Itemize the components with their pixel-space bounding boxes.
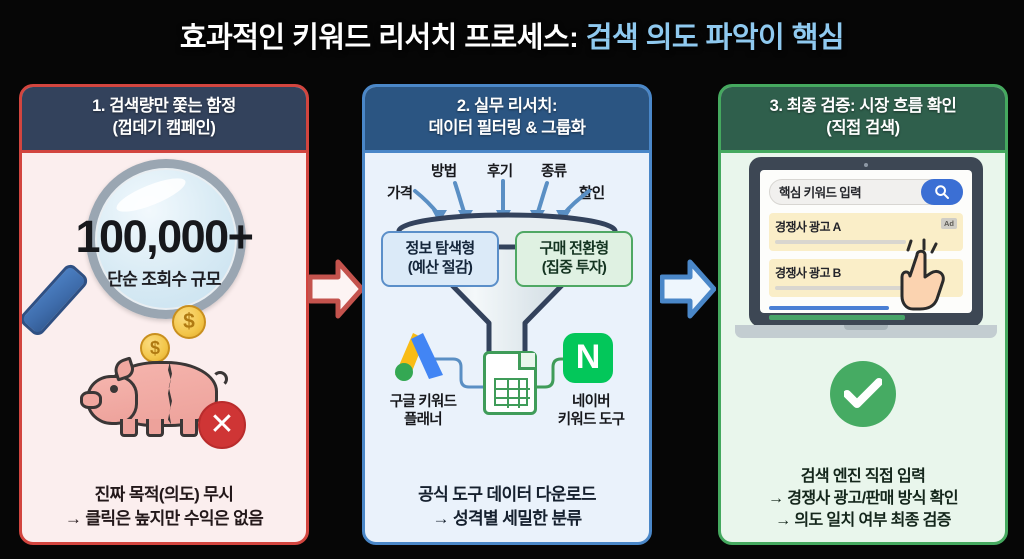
funnel-label-type: 종류	[541, 163, 567, 180]
panel-3-footer-line2: → 경쟁사 광고/판매 방식 확인	[768, 489, 959, 507]
coin-icon: $	[140, 332, 170, 363]
coin-icon: $	[172, 304, 206, 339]
laptop-base	[735, 324, 997, 338]
panel-1-footer-line2: → 클릭은 높지만 수익은 없음	[64, 508, 264, 528]
laptop-mockup: 핵심 키워드 입력 경쟁사 광고 A Ad	[735, 156, 997, 353]
panel-1-footer: 진짜 목적(의도) 무시 → 클릭은 높지만 수익은 없음	[22, 477, 306, 542]
piggy-bank-icon	[80, 355, 230, 441]
funnel-input-labels: 가격 방법 후기 종류 할인	[365, 157, 649, 203]
ad-result-title: 경쟁사 광고 A	[775, 219, 841, 234]
panel-1-heading-line2: (껍데기 캠페인)	[112, 118, 216, 137]
panel-step-2: 2. 실무 리서치: 데이터 필터링 & 그룹화 가격 방법 후기 종류 할인	[362, 84, 652, 545]
search-icon	[935, 184, 949, 199]
panel-3-heading-line1: 3. 최종 검증: 시장 흐름 확인	[769, 97, 957, 115]
panel-1-header: 1. 검색량만 쫓는 함정 (껍데기 캠페인)	[22, 87, 306, 153]
laptop-lid: 핵심 키워드 입력 경쟁사 광고 A Ad	[749, 156, 983, 330]
result-line-url	[769, 315, 905, 320]
ad-result-snippet	[775, 285, 907, 290]
search-input-value: 핵심 키워드 입력	[779, 186, 862, 201]
panel-1-footer-line1: 진짜 목적(의도) 무시	[94, 485, 234, 505]
panel-3-footer-line1: 검색 엔진 직접 입력	[800, 467, 926, 485]
panel-1-body: 100,000+ 단순 조회수 규모 $ $	[22, 153, 306, 478]
search-input[interactable]: 핵심 키워드 입력	[769, 178, 963, 205]
verified-check-badge	[830, 360, 896, 427]
pointing-hand-cursor-icon	[900, 238, 945, 311]
webcam-icon	[864, 162, 868, 167]
panel-3-footer: 검색 엔진 직접 입력 → 경쟁사 광고/판매 방식 확인 → 의도 일치 여부…	[721, 460, 1005, 542]
tool-google-line1: 구글 키워드	[389, 393, 457, 410]
broken-piggy-bank-illustration: $ $ ✕	[22, 301, 306, 501]
panel-2-footer-line1: 공식 도구 데이터 다운로드	[418, 485, 596, 505]
panel-3-header: 3. 최종 검증: 시장 흐름 확인 (직접 검색)	[721, 87, 1005, 153]
spreadsheet-icon	[483, 350, 537, 415]
tool-google-line2: 플래너	[404, 411, 443, 428]
panel-2-footer: 공식 도구 데이터 다운로드 → 성격별 세밀한 분류	[365, 477, 649, 542]
segment-informational: 정보 탐색형 (예산 절감)	[381, 230, 499, 287]
segment-transactional-line2: (집중 투자)	[541, 259, 607, 277]
panel-2-footer-line2: → 성격별 세밀한 분류	[432, 508, 582, 528]
funnel-label-review: 후기	[487, 163, 513, 180]
funnel-label-discount: 할인	[579, 185, 605, 202]
tool-naver-line1: 네이버	[572, 393, 611, 410]
ad-result-row[interactable]: 경쟁사 광고 A Ad	[769, 212, 963, 251]
ad-result-snippet	[775, 239, 907, 244]
page-title-main: 효과적인 키워드 리서치 프로세스:	[179, 22, 586, 54]
naver-logo-icon: N	[563, 332, 613, 383]
segment-transactional: 구매 전환형 (집중 투자)	[515, 230, 633, 287]
panel-3-footer-line3: → 의도 일치 여부 최종 검증	[775, 511, 951, 529]
failure-x-badge: ✕	[198, 400, 246, 449]
panel-1-heading-line1: 1. 검색량만 쫓는 함정	[92, 97, 236, 115]
search-volume-value: 100,000+	[75, 210, 254, 262]
tool-naver-line2: 키워드 도구	[557, 411, 625, 428]
panel-step-1: 1. 검색량만 쫓는 함정 (껍데기 캠페인) 100,000+ 단순 조회수 …	[19, 84, 309, 545]
search-button[interactable]	[921, 178, 963, 205]
ad-badge: Ad	[941, 217, 957, 229]
panel-2-heading-line1: 2. 실무 리서치:	[456, 97, 558, 115]
funnel-label-method: 방법	[431, 163, 457, 180]
search-volume-caption: 단순 조회수 규모	[107, 269, 221, 289]
panel-3-heading-line2: (직접 검색)	[826, 118, 900, 137]
arrow-step1-to-step2	[307, 258, 365, 320]
segment-informational-line1: 정보 탐색형	[405, 239, 476, 257]
tool-connector-lines	[427, 357, 587, 389]
segment-transactional-line1: 구매 전환형	[539, 239, 610, 257]
ad-result-title: 경쟁사 광고 B	[775, 265, 841, 280]
arrow-step2-to-step3	[659, 258, 717, 320]
magnifying-glass-icon	[22, 158, 246, 338]
google-ads-icon	[395, 332, 443, 381]
tool-label-google: 구글 키워드 플래너	[371, 393, 475, 429]
page-title: 효과적인 키워드 리서치 프로세스: 검색 의도 파악이 핵심	[0, 14, 1024, 56]
panel-step-3: 3. 최종 검증: 시장 흐름 확인 (직접 검색) 핵심 키워드 입력	[718, 84, 1008, 545]
laptop-notch	[844, 324, 888, 330]
panel-2-header: 2. 실무 리서치: 데이터 필터링 & 그룹화	[365, 87, 649, 153]
check-icon	[844, 377, 882, 408]
keyword-tools-group: N 구글 키워드 플래너 네이버 키워드 도구	[365, 332, 649, 443]
page-title-accent: 검색 의도 파악이 핵심	[585, 22, 845, 54]
result-line-title	[769, 305, 890, 311]
segment-informational-line2: (예산 절감)	[407, 259, 473, 277]
tool-label-naver: 네이버 키워드 도구	[537, 393, 645, 429]
funnel-label-price: 가격	[387, 185, 413, 202]
panel-3-body: 핵심 키워드 입력 경쟁사 광고 A Ad	[721, 153, 1005, 460]
panel-2-body: 가격 방법 후기 종류 할인	[365, 153, 649, 478]
panel-2-heading-line2: 데이터 필터링 & 그룹화	[428, 118, 586, 137]
